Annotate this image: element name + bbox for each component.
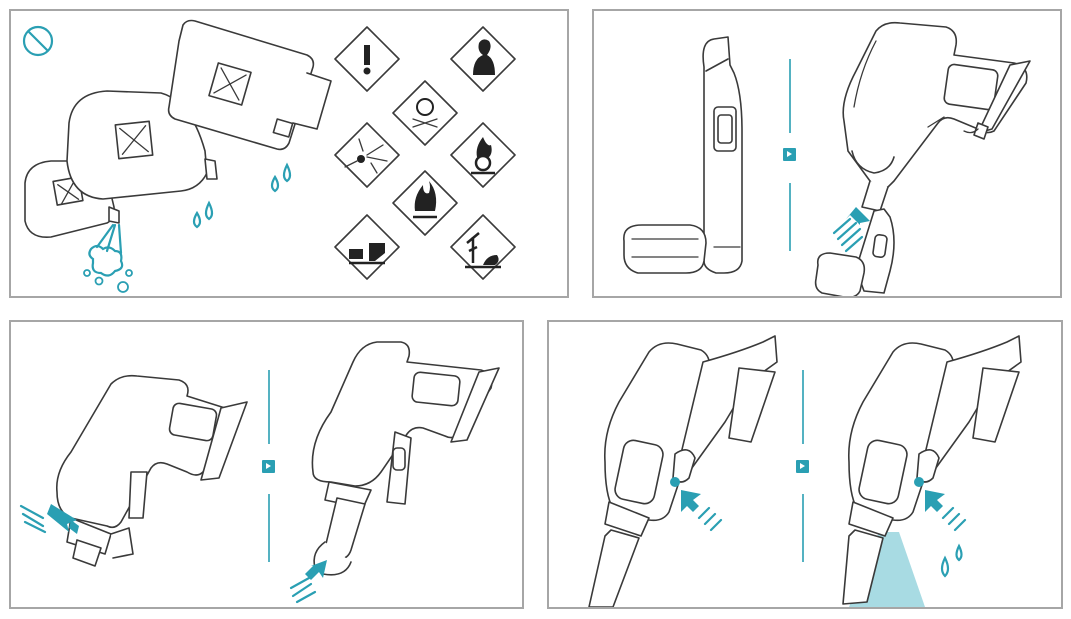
water-drop-icon (192, 162, 292, 229)
push-arrow-icon (832, 207, 870, 253)
push-arrow-icon (289, 560, 327, 604)
press-arrow-icon (925, 490, 967, 532)
canister (167, 19, 332, 151)
vacuum-body-left (55, 374, 248, 567)
spray-mist (83, 223, 133, 293)
next-step-icon (783, 148, 796, 161)
push-arrow-icon (19, 504, 79, 534)
next-step-icon (262, 460, 275, 473)
panel-spray-button (547, 320, 1063, 609)
tube-insert (814, 208, 895, 296)
handle-tube (623, 36, 743, 274)
prohibited-icon (22, 25, 54, 57)
next-step-icon (796, 460, 809, 473)
vacuum-body-right (311, 341, 500, 576)
panel-attach-tube (9, 320, 524, 609)
hazard-pictogram-icon (334, 26, 516, 280)
vacuum-handheld-right (842, 335, 1022, 605)
vacuum-handheld-left (588, 335, 778, 607)
panel-attach-handle (592, 9, 1062, 298)
water-drop-icon (940, 543, 963, 578)
vacuum-body (842, 21, 1031, 212)
press-arrow-icon (681, 490, 723, 532)
panel-chemical-warning (9, 9, 569, 298)
